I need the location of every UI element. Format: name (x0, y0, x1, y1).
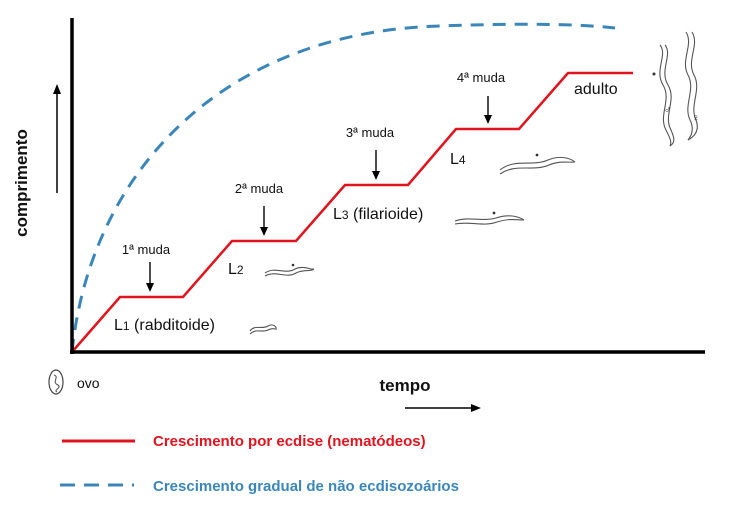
x-axis-title: tempo (380, 376, 431, 395)
adult-worms-icon: ♂ ♀ (652, 31, 700, 147)
molt-label-1: 1ª muda (122, 242, 171, 257)
y-arrow-head (53, 84, 61, 94)
y-axis-title: comprimento (12, 129, 31, 237)
legend-gradual-label: Crescimento gradual de não ecdisozoários (153, 478, 459, 495)
larva-l2-icon (264, 263, 315, 277)
ecdysis-growth-line (71, 71, 633, 353)
egg-label: ovo (77, 375, 100, 391)
stage-label-l1: L1 (rabditoide) (114, 317, 215, 334)
stage-label-l2: L2 (228, 261, 244, 278)
larva-l4-icon (499, 153, 576, 175)
stage-label-l4: L4 (450, 151, 466, 168)
larva-l1-icon (249, 324, 277, 335)
legend-ecdysis-label: Crescimento por ecdise (nematódeos) (153, 433, 426, 450)
molt-label-2: 2ª muda (235, 181, 284, 196)
molt-arrowhead-1 (146, 283, 154, 292)
stage-label-adult: adulto (574, 81, 618, 98)
stage-label-l3: L3 (filarioide) (333, 206, 423, 223)
molt-arrowhead-4 (484, 115, 492, 124)
gradual-growth-curve (70, 22, 616, 353)
svg-text:♀: ♀ (692, 113, 700, 124)
egg-icon (48, 369, 64, 395)
molt-arrowhead-2 (260, 227, 268, 236)
larva-l3-icon (454, 211, 525, 225)
molt-label-4: 4ª muda (457, 70, 506, 85)
x-arrow-head (471, 404, 481, 412)
svg-text:♂: ♂ (664, 105, 672, 116)
molt-label-3: 3ª muda (346, 125, 395, 140)
molt-arrowhead-3 (372, 171, 380, 180)
